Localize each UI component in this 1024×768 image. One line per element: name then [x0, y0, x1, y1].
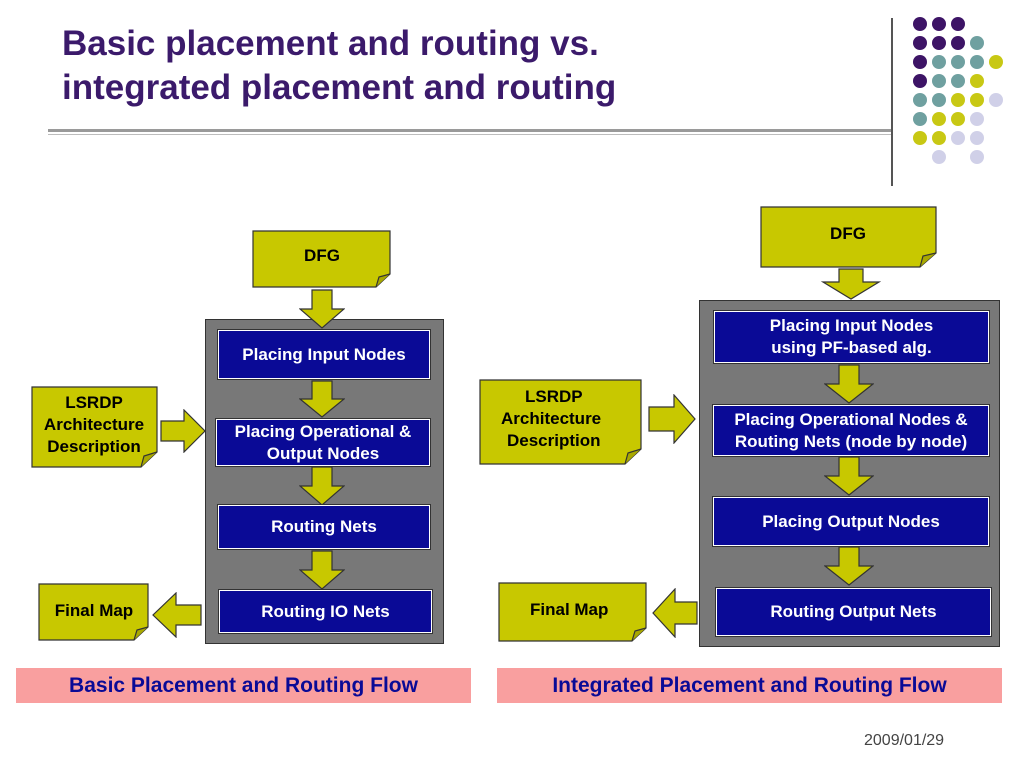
integrated-arch-line3: Description: [507, 431, 601, 450]
dot: [913, 131, 927, 145]
integrated-final-map-document: [498, 582, 647, 642]
integrated-step-placing-operational-line2: Routing Nets (node by node): [734, 431, 968, 451]
basic-step-placing-operational-line1: Placing Operational &: [234, 421, 412, 441]
dot: [970, 93, 984, 107]
dot: [970, 112, 984, 126]
dot: [913, 55, 927, 69]
dot: [970, 36, 984, 50]
dot: [913, 74, 927, 88]
basic-arrow-2: [299, 466, 345, 506]
dot: [951, 55, 965, 69]
dot: [951, 131, 965, 145]
basic-arch-line2: Architecture: [43, 415, 145, 434]
basic-step-placing-input-label: Placing Input Nodes: [242, 344, 406, 364]
dot: [970, 150, 984, 164]
dot: [970, 55, 984, 69]
basic-arch-document: [31, 386, 158, 468]
dot: [932, 93, 946, 107]
title-divider-thin: [48, 134, 891, 135]
corner-divider: [891, 18, 893, 186]
dot: [951, 17, 965, 31]
integrated-arrow-dfg-down: [821, 268, 881, 300]
dot: [932, 55, 946, 69]
basic-arrow-1: [299, 380, 345, 418]
basic-final-map-label: Final Map: [54, 601, 134, 620]
basic-flow-caption: Basic Placement and Routing Flow: [16, 668, 471, 703]
integrated-arrow-2: [824, 456, 874, 496]
basic-step-placing-input: Placing Input Nodes: [218, 330, 430, 379]
integrated-step-placing-input-line2: using PF-based alg.: [771, 338, 932, 357]
integrated-flow-caption: Integrated Placement and Routing Flow: [497, 668, 1002, 703]
integrated-arch-line1: LSRDP: [525, 387, 583, 406]
dot: [951, 36, 965, 50]
basic-dfg-label: DFG: [304, 246, 340, 265]
slide-title-line1: Basic placement and routing vs.: [62, 24, 599, 63]
slide-date: 2009/01/29: [864, 732, 945, 749]
basic-arch-label: LSRDP Architecture Description: [31, 386, 157, 464]
basic-step-routing-nets: Routing Nets: [218, 505, 430, 549]
dot: [913, 93, 927, 107]
dot: [970, 74, 984, 88]
basic-arch-line1: LSRDP: [65, 393, 123, 412]
dot: [951, 112, 965, 126]
integrated-arrow-3: [824, 546, 874, 586]
dot: [932, 150, 946, 164]
integrated-arch-line2: Architecture: [501, 409, 602, 428]
basic-dfg-document: [252, 230, 391, 288]
dot: [913, 112, 927, 126]
dot: [951, 93, 965, 107]
integrated-step-placing-input-line1: Placing Input Nodes: [769, 316, 934, 335]
basic-arrow-3: [299, 550, 345, 590]
basic-step-routing-io-label: Routing IO Nets: [261, 601, 390, 621]
dot: [932, 74, 946, 88]
integrated-final-map-label: Final Map: [530, 600, 609, 619]
integrated-dfg-document: [760, 206, 937, 268]
dot: [989, 55, 1003, 69]
integrated-step-placing-output: Placing Output Nodes: [713, 497, 989, 546]
basic-arrow-dfg-down: [299, 289, 345, 329]
integrated-step-placing-output-label: Placing Output Nodes: [762, 511, 940, 531]
basic-step-placing-operational: Placing Operational & Output Nodes: [216, 419, 430, 466]
dot: [989, 93, 1003, 107]
integrated-arrow-final-left: [652, 588, 698, 638]
dot: [932, 36, 946, 50]
slide-title: Basic placement and routing vs. integrat…: [62, 22, 842, 110]
dot: [913, 17, 927, 31]
integrated-step-routing-output: Routing Output Nets: [716, 588, 991, 636]
title-divider: [48, 129, 891, 132]
integrated-step-placing-input: Placing Input Nodes using PF-based alg.: [714, 311, 989, 363]
integrated-arch-label: LSRDP Architecture Description: [479, 376, 641, 462]
integrated-step-placing-operational-line1: Placing Operational Nodes &: [734, 409, 968, 429]
dot: [932, 112, 946, 126]
dot: [932, 131, 946, 145]
dot: [951, 74, 965, 88]
integrated-step-routing-output-label: Routing Output Nets: [770, 602, 937, 621]
basic-arrow-arch-right: [160, 409, 206, 453]
dot: [932, 17, 946, 31]
dot: [913, 36, 927, 50]
slide-title-line2: integrated placement and routing: [62, 68, 617, 107]
basic-step-routing-nets-label: Routing Nets: [271, 517, 377, 536]
basic-step-placing-operational-line2: Output Nodes: [266, 443, 380, 463]
integrated-dfg-label: DFG: [830, 224, 866, 243]
basic-final-map-document: [38, 583, 149, 641]
basic-step-routing-io: Routing IO Nets: [219, 590, 432, 633]
integrated-arch-document: [479, 379, 642, 465]
integrated-step-placing-operational: Placing Operational Nodes & Routing Nets…: [713, 405, 989, 456]
dot: [970, 131, 984, 145]
integrated-arrow-1: [824, 364, 874, 404]
basic-arch-line3: Description: [47, 437, 141, 456]
integrated-arrow-arch-right: [648, 394, 696, 444]
basic-arrow-final-left: [152, 592, 202, 638]
